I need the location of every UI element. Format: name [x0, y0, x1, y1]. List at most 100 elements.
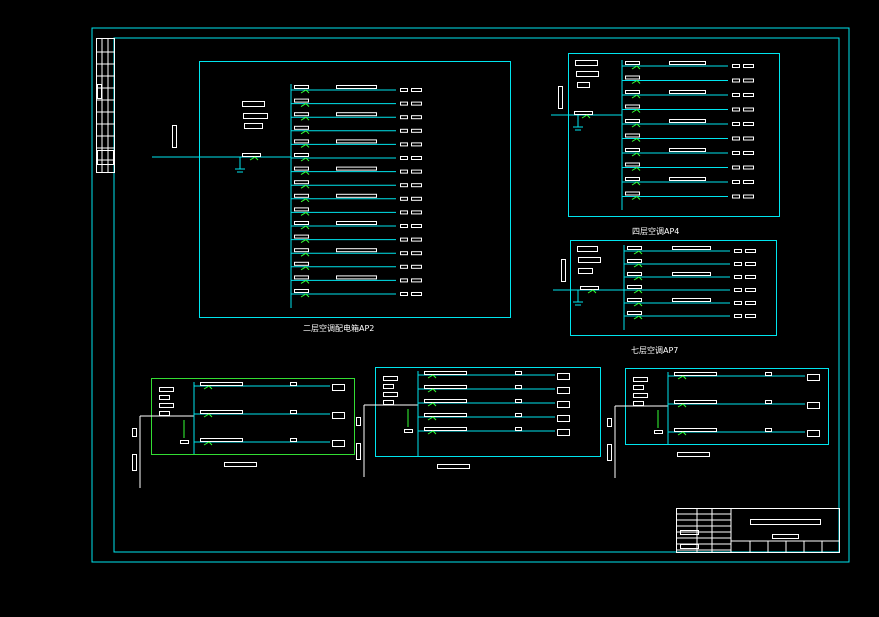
inner-frame — [113, 37, 840, 553]
load-tag-box — [743, 180, 754, 184]
lower-load-box — [332, 412, 345, 419]
load-tag-box — [400, 292, 408, 296]
lower-info-box — [383, 392, 398, 397]
branch-breaker — [300, 211, 307, 216]
title-block-field — [680, 530, 699, 535]
branch-breaker — [305, 266, 310, 271]
cable-spec-box — [336, 166, 377, 171]
load-tag-box — [732, 165, 740, 170]
branch-breaker-label — [294, 139, 309, 144]
lower-load-box — [807, 402, 820, 409]
load-tag-box — [732, 64, 740, 68]
branch-breaker — [300, 293, 307, 298]
load-tag-box — [411, 156, 422, 160]
lower-branch-breaker — [208, 413, 213, 418]
cable-spec-box — [336, 275, 377, 280]
lower-info-box — [159, 387, 174, 392]
lower-load-tag — [515, 413, 522, 417]
branch-breaker — [638, 276, 643, 281]
load-tag-box — [732, 151, 740, 155]
branch-breaker-label — [294, 234, 309, 239]
branch-breaker-label — [627, 246, 642, 250]
main-breaker-label — [242, 153, 261, 157]
load-tag-box — [400, 128, 408, 133]
branch-breaker — [636, 109, 641, 113]
branch-breaker-label — [627, 311, 642, 315]
load-tag-box — [411, 251, 422, 256]
lower-meter-box — [607, 444, 612, 461]
panel-enclosure — [568, 53, 780, 217]
load-tag-box — [734, 301, 742, 305]
branch-breaker-label — [294, 193, 309, 198]
cable-spec-box — [669, 148, 706, 152]
lower-info-box — [383, 400, 394, 405]
lower-info-box — [633, 393, 648, 398]
main-breaker — [587, 289, 594, 294]
load-tag-box — [400, 115, 408, 120]
main-breaker — [249, 156, 256, 161]
load-tag-box — [411, 292, 422, 296]
load-tag-box — [732, 93, 740, 97]
branch-breaker — [300, 266, 307, 271]
lower-load-tag — [290, 382, 297, 386]
lower-meter-box — [607, 418, 612, 427]
branch-breaker-label — [625, 75, 640, 80]
branch-breaker-label — [627, 259, 642, 263]
cable-spec-box — [669, 177, 706, 181]
lower-panel-tag — [224, 462, 257, 467]
branch-breaker — [633, 315, 640, 320]
branch-breaker-label — [294, 166, 309, 171]
load-tag-box — [734, 314, 742, 318]
load-tag-box — [745, 301, 756, 305]
lower-panel-3-diagram — [607, 368, 829, 478]
lower-load-box — [557, 373, 570, 380]
branch-breaker-label — [294, 261, 309, 266]
panel-ap2-label: 二层空调配电箱AP2 — [303, 323, 374, 333]
lower-info-box — [159, 395, 170, 400]
branch-breaker-label — [625, 191, 640, 196]
panel-ap4-label: 四层空调AP4 — [632, 226, 679, 236]
lower-meter-box — [356, 417, 361, 426]
load-tag-box — [400, 196, 408, 201]
lower-load-tag — [290, 438, 297, 442]
load-tag-box — [411, 264, 422, 269]
main-breaker — [581, 114, 588, 119]
panel-ap7-label: 七层空调AP7 — [631, 345, 678, 355]
lower-branch-breaker — [432, 430, 437, 435]
lower-panel-1-diagram — [132, 378, 355, 488]
branch-breaker — [305, 252, 310, 257]
lower-meter-box — [132, 428, 137, 437]
panel-info-box — [243, 113, 268, 119]
branch-breaker — [638, 302, 643, 307]
branch-breaker — [631, 196, 638, 200]
branch-breaker-label — [625, 148, 640, 152]
load-tag-box — [732, 122, 740, 126]
panel-ap4-diagram — [551, 53, 780, 217]
lower-branch-breaker — [677, 431, 684, 436]
panel-info-box — [242, 101, 265, 107]
load-tag-box — [732, 180, 740, 184]
load-tag-box — [743, 165, 754, 170]
branch-breaker-label — [294, 125, 309, 130]
branch-breaker — [305, 116, 310, 121]
outer-frame — [91, 27, 850, 563]
lower-load-tag — [765, 400, 772, 404]
lower-meter-box — [132, 454, 137, 471]
lower-isolator-label — [180, 440, 189, 444]
load-tag-box — [411, 237, 422, 242]
lower-info-box — [383, 376, 398, 381]
lower-branch-breaker — [432, 416, 437, 421]
lower-panel-2-diagram — [356, 367, 601, 477]
branch-breaker-label — [625, 90, 640, 94]
branch-breaker — [633, 289, 640, 294]
branch-breaker — [631, 65, 638, 70]
lower-info-box — [383, 384, 394, 389]
drawing-number-box — [772, 534, 799, 539]
lower-load-box — [807, 430, 820, 437]
load-tag-box — [411, 115, 422, 120]
lower-branch-breaker — [682, 431, 687, 436]
load-tag-box — [743, 78, 754, 83]
panel-info-box — [575, 60, 598, 66]
branch-breaker — [300, 171, 307, 176]
